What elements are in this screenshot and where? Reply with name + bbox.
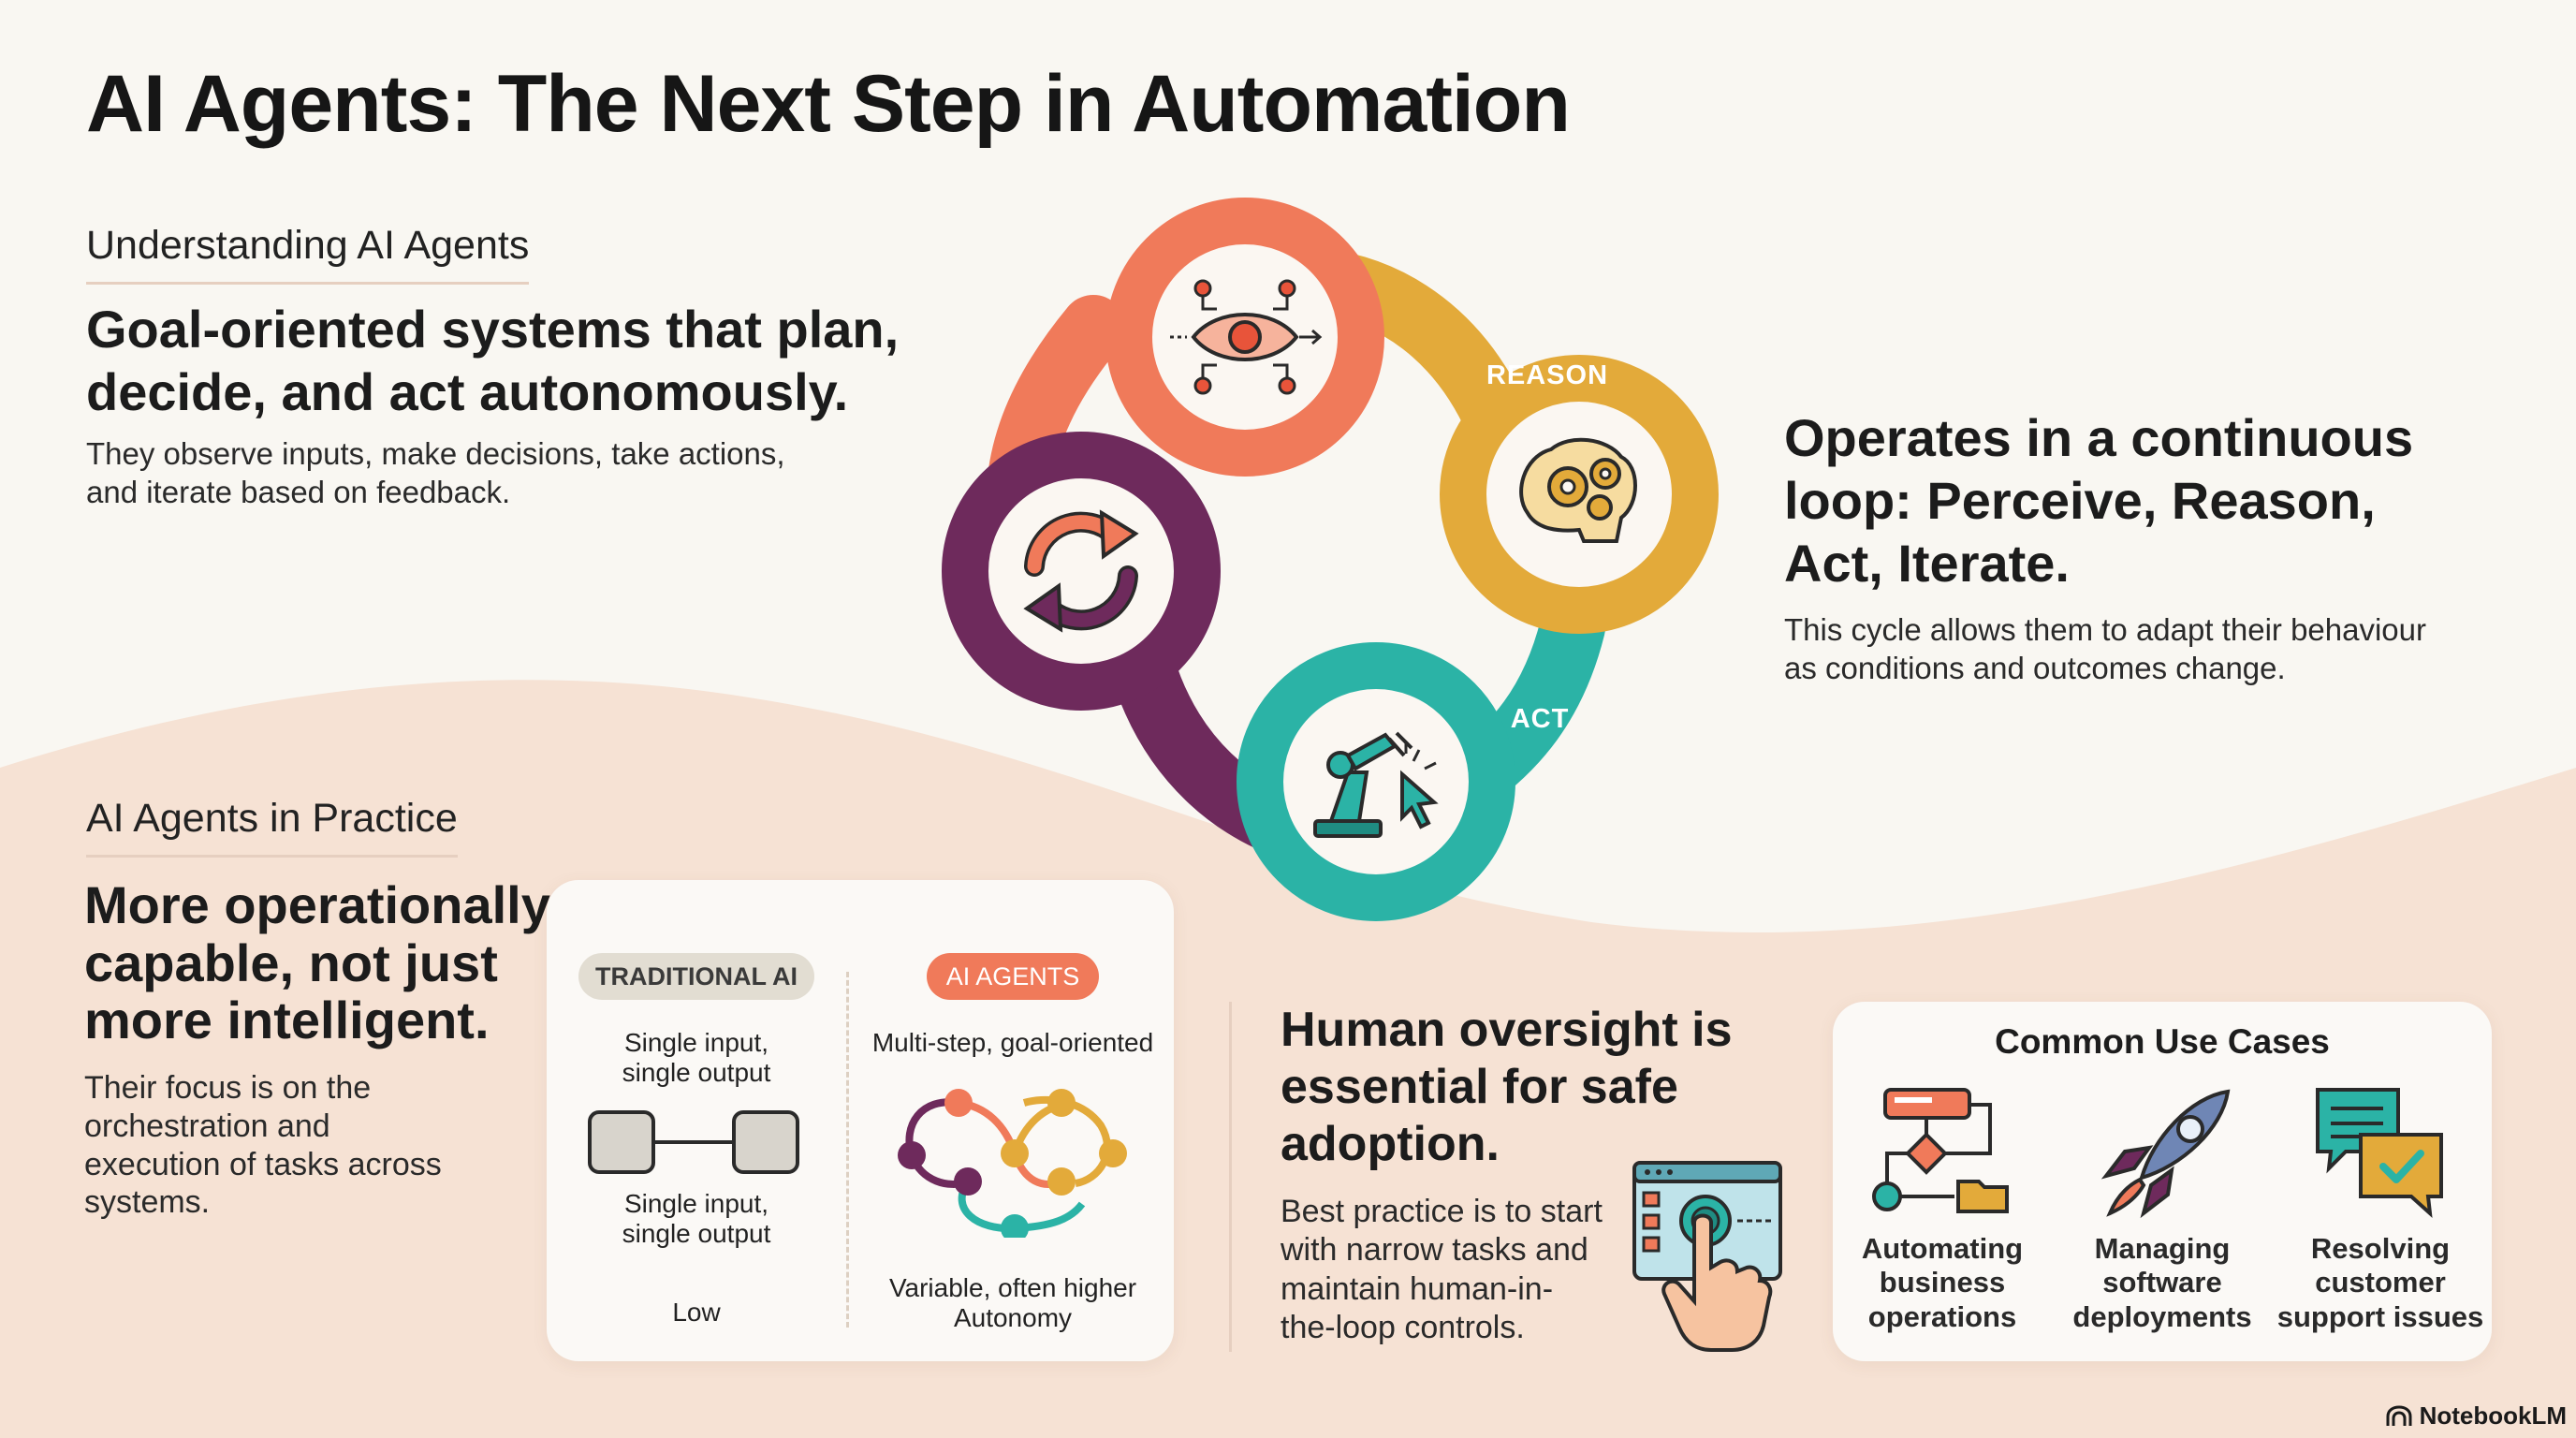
agents-autonomy-line: Autonomy [953,1303,1073,1333]
traditional-output-text: Single input, single output [556,1189,837,1249]
agents-process-text: Multi-step, goal-oriented [871,1028,1154,1057]
traditional-ai-pill: TRADITIONAL AI [578,953,814,1000]
act-node [1237,642,1515,921]
use-case-line: customer [2315,1266,2446,1299]
use-case-line: software [2102,1266,2222,1299]
multi-step-network-icon [898,1089,1127,1238]
loop-body-line: This cycle allows them to adapt their be… [1784,612,2427,647]
comparison-card: TRADITIONAL AI AI AGENTS Single input, s… [547,880,1174,1361]
traditional-output-line: Single input, [623,1189,769,1218]
traditional-input-line: Single input, [623,1028,769,1057]
practice-body-line: systems. [84,1184,211,1221]
use-case-line: Resolving [2310,1232,2451,1265]
oversight-body-line: the-loop controls. [1281,1310,1525,1346]
use-case-managing: Managing software deployments [2052,1232,2273,1334]
use-cases-card: Common Use Cases Automating business ope… [1833,1002,2492,1361]
loop-body: This cycle allows them to adapt their be… [1784,610,2426,688]
hand-touch-screen-icon [1632,1161,1782,1352]
use-case-line: support issues [2276,1299,2484,1333]
use-case-line: operations [1867,1299,2017,1333]
notebooklm-logo-icon [2386,1404,2412,1426]
loop-headline-line: loop: Perceive, Reason, [1784,471,2376,531]
loop-body-line: as conditions and outcomes change. [1784,651,2286,686]
use-case-line: Managing [2094,1232,2231,1265]
practice-headline: More operationally capable, not just mor… [84,876,550,1049]
robot-arm-icon [1313,731,1439,838]
use-case-resolving: Resolving customer support issues [2269,1232,2492,1334]
eye-icon [1170,279,1323,395]
practice-label: AI Agents in Practice [86,796,458,858]
reason-label: REASON [1486,360,1608,390]
brain-gears-icon [1519,437,1637,543]
understanding-body: They observe inputs, make decisions, tak… [86,434,785,512]
practice-headline-line: More operationally [84,875,550,934]
chat-bubbles-icon [2316,1088,2443,1219]
oversight-headline-line: Human oversight is [1281,1003,1733,1057]
flowchart-icon [1872,1088,2009,1213]
brand-name: NotebookLM [2419,1401,2567,1430]
traditional-autonomy: Low [672,1298,721,1327]
use-case-line: business [1879,1266,2006,1299]
practice-body-line: Their focus is on the [84,1070,372,1106]
loop-headline-line: Operates in a continuous [1784,408,2414,467]
practice-headline-line: capable, not just [84,932,498,992]
loop-headline-line: Act, Iterate. [1784,534,2070,594]
understanding-headline: Goal-oriented systems that plan, decide,… [86,298,899,423]
section-divider [1229,1002,1232,1352]
oversight-headline-line: adoption. [1281,1116,1500,1171]
traditional-input-text: Single input, single output [556,1028,837,1088]
understanding-headline-line: Goal-oriented systems that plan, [86,300,900,359]
oversight-body-line: maintain human-in- [1281,1270,1554,1307]
understanding-body-line: and iterate based on feedback. [86,475,511,510]
agents-autonomy-line: Variable, often higher [888,1273,1137,1302]
use-case-line: Automating [1861,1232,2024,1265]
oversight-body-line: Best practice is to start [1281,1194,1603,1229]
oversight-headline-line: essential for safe [1281,1059,1678,1114]
agent-loop-diagram: REASON ACT [942,198,1719,921]
refresh-cycle-icon [1023,509,1139,633]
traditional-input-line: single output [622,1058,771,1088]
page-title: AI Agents: The Next Step in Automation [86,59,1571,149]
oversight-body: Best practice is to start with narrow ta… [1281,1193,1603,1348]
notebooklm-brand: NotebookLM [2386,1401,2567,1431]
oversight-headline: Human oversight is essential for safe ad… [1281,1002,1733,1172]
practice-body-line: orchestration and [84,1108,330,1144]
use-case-line: deployments [2072,1299,2252,1333]
act-label: ACT [1511,704,1570,734]
understanding-headline-line: decide, and act autonomously. [86,362,849,422]
understanding-label: Understanding AI Agents [86,223,530,285]
understanding-body-line: They observe inputs, make decisions, tak… [86,436,785,471]
use-cases-title: Common Use Cases [1995,1022,2330,1061]
use-case-automating: Automating business operations [1833,1232,2052,1334]
iterate-node [942,432,1221,711]
rocket-icon [2100,1089,2231,1219]
comparison-divider [846,972,849,1328]
loop-headline: Operates in a continuous loop: Perceive,… [1784,406,2413,595]
linear-process-icon [588,1110,799,1174]
oversight-body-line: with narrow tasks and [1281,1232,1588,1269]
practice-headline-line: more intelligent. [84,990,490,1050]
traditional-output-line: single output [622,1219,771,1249]
practice-body-line: execution of tasks across [84,1146,442,1182]
ai-agents-pill: AI AGENTS [927,953,1099,1000]
agents-autonomy: Variable, often higher Autonomy [856,1273,1170,1333]
practice-body: Their focus is on the orchestration and … [84,1069,442,1222]
